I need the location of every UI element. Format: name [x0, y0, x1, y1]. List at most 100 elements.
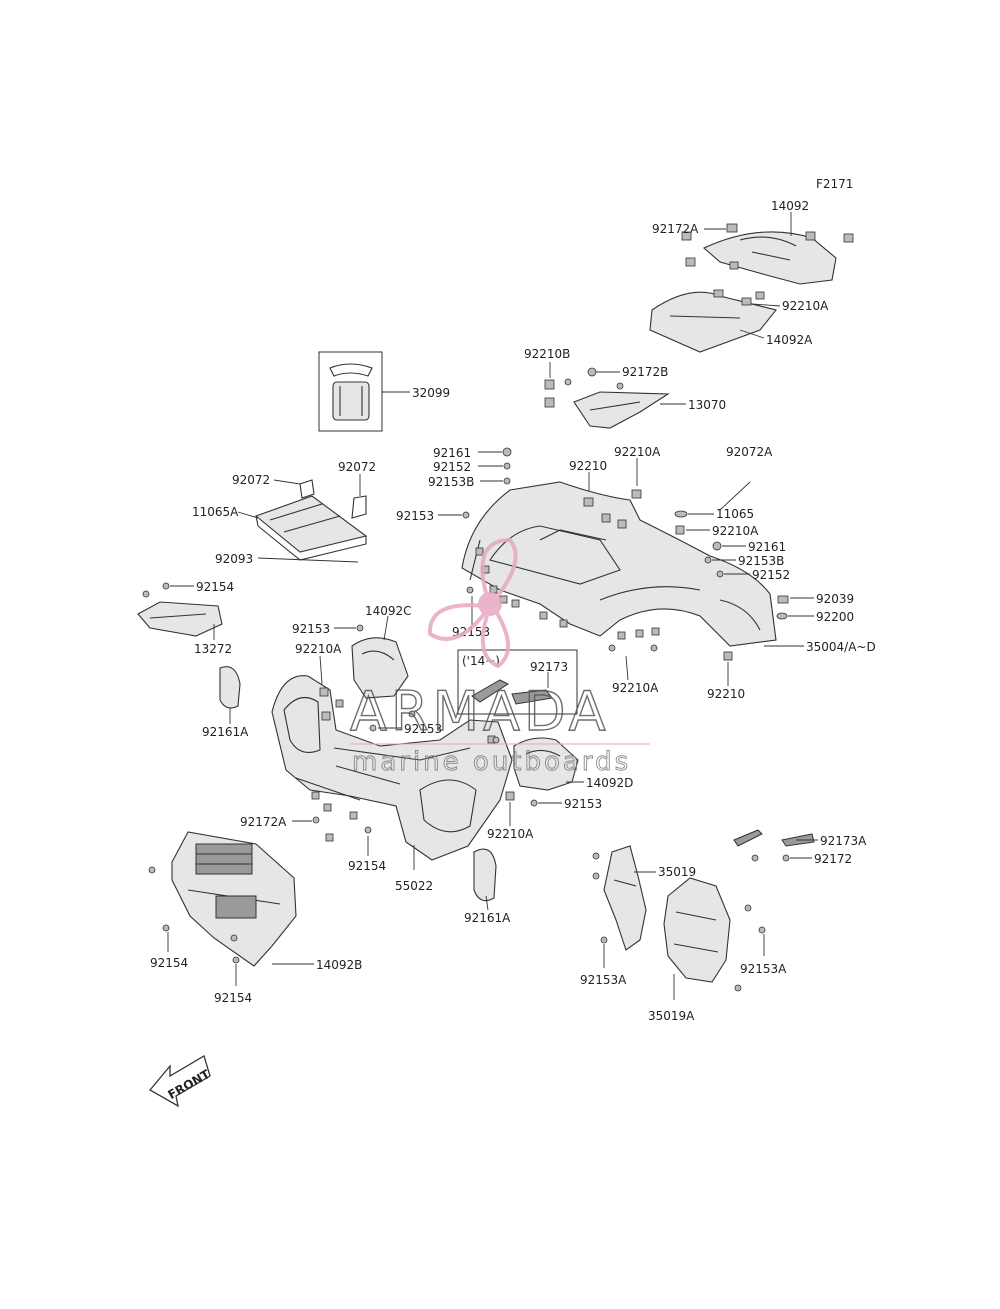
bolt-icon [466, 586, 474, 594]
label-35019A: 35019A [648, 1009, 695, 1023]
label-14092D: 14092D [586, 776, 633, 790]
part-13272-bracket [137, 601, 223, 637]
label-92210B: 92210B [524, 347, 570, 361]
label-35004: 35004/A~D [806, 640, 876, 654]
part-92072-clip-left [299, 479, 315, 499]
part-35019A-side-panel [663, 877, 731, 983]
bolt-icon [744, 904, 752, 912]
nut-icon [741, 297, 752, 306]
nut-icon [617, 631, 626, 640]
part-14092-rear-cover [703, 231, 837, 285]
nut-icon [631, 489, 642, 499]
front-direction-arrow: FRONT [149, 1055, 213, 1108]
nut-icon [601, 513, 611, 523]
label-14092: 14092 [771, 199, 809, 213]
bolt-icon [608, 644, 616, 652]
label-92161A-a: 92161A [202, 725, 249, 739]
label-92210A-f: 92210A [487, 827, 534, 841]
label-92210A-c: 92210A [712, 524, 759, 538]
nut-icon [511, 599, 520, 608]
label-92161-b: 92161 [748, 540, 786, 554]
part-14092A-rear-cover-lower [649, 291, 777, 353]
nut-icon [335, 699, 344, 708]
grommet-icon [712, 541, 722, 551]
label-92172A-b: 92172A [240, 815, 287, 829]
fastener-group-rear-fender [466, 489, 660, 652]
part-13070-bracket [573, 391, 670, 429]
part-35019-side-panel [603, 845, 647, 951]
bolt-icon [758, 926, 766, 934]
bolt-icon [162, 924, 170, 932]
label-14092B: 14092B [316, 958, 362, 972]
label-92210-a: 92210 [569, 459, 607, 473]
clip-icon [755, 291, 765, 300]
label-92153B-a: 92153B [428, 475, 474, 489]
label-92173: 92173 [530, 660, 568, 674]
part-92173-strip-left [471, 679, 510, 703]
part-35004-rear-fender [461, 481, 777, 647]
label-92072A: 92072A [726, 445, 773, 459]
nut-icon [489, 585, 498, 594]
nut-icon [723, 651, 733, 661]
label-13272: 13272 [194, 642, 232, 656]
part-14092D-duct [513, 737, 579, 791]
bolt-icon [148, 866, 156, 874]
label-14092C: 14092C [365, 604, 412, 618]
part-92173A-strip-left [733, 829, 763, 847]
label-92153-c: 92153 [404, 722, 442, 736]
label-92154-a: 92154 [196, 580, 234, 594]
bolt-icon [408, 710, 416, 718]
part-55022-front-fender [271, 675, 513, 861]
arrow-icon [149, 1055, 211, 1108]
bolt-icon [704, 556, 712, 564]
bolt-icon [503, 477, 511, 485]
fastener-group-top [681, 223, 854, 306]
label-92161-a: 92161 [433, 446, 471, 460]
label-92153B-b: 92153B [738, 554, 784, 568]
nut-icon [475, 547, 484, 556]
nut-icon [559, 619, 568, 628]
part-11065A-cover [254, 495, 368, 561]
label-92153-a: 92153 [396, 509, 434, 523]
label-92210-b: 92210 [707, 687, 745, 701]
bolt-icon [734, 984, 742, 992]
nut-icon [325, 833, 334, 842]
figure-code: F2171 [816, 177, 853, 191]
label-92072-right: 92072 [338, 460, 376, 474]
nut-icon [539, 611, 548, 620]
bolt-icon [356, 624, 364, 632]
label-14-note: ('14~) [462, 654, 500, 668]
label-32099: 32099 [412, 386, 450, 400]
label-92210A-top: 92210A [782, 299, 829, 313]
armada-watermark: ARMADA marine outboards [349, 537, 650, 777]
label-92210A-b: 92210A [614, 445, 661, 459]
label-14092A: 14092A [766, 333, 813, 347]
bolt-icon [232, 956, 240, 964]
part-32099-box [318, 351, 383, 432]
nut-icon [635, 629, 644, 638]
clip-icon [685, 257, 696, 267]
part-92161A-pad-center [473, 848, 497, 902]
washer-icon [503, 462, 511, 470]
part-14092C-duct [351, 637, 409, 699]
bolt-icon [462, 511, 470, 519]
bolt-icon [142, 590, 150, 598]
part-14092B-front-grille [171, 831, 297, 967]
washer-icon [776, 612, 788, 620]
label-92039: 92039 [816, 592, 854, 606]
part-32099-filter [329, 363, 373, 421]
propeller-logo-icon [427, 537, 518, 669]
clip-icon [843, 233, 854, 243]
label-11065A: 11065A [192, 505, 239, 519]
clip-icon [729, 261, 739, 270]
bolt-icon [782, 854, 790, 862]
bolt-icon [364, 826, 372, 834]
nut-icon [544, 379, 555, 390]
label-11065: 11065 [716, 507, 754, 521]
label-92172: 92172 [814, 852, 852, 866]
label-92152-a: 92152 [433, 460, 471, 474]
label-35019: 35019 [658, 865, 696, 879]
bolt-icon [230, 934, 238, 942]
nut-icon [321, 711, 331, 721]
